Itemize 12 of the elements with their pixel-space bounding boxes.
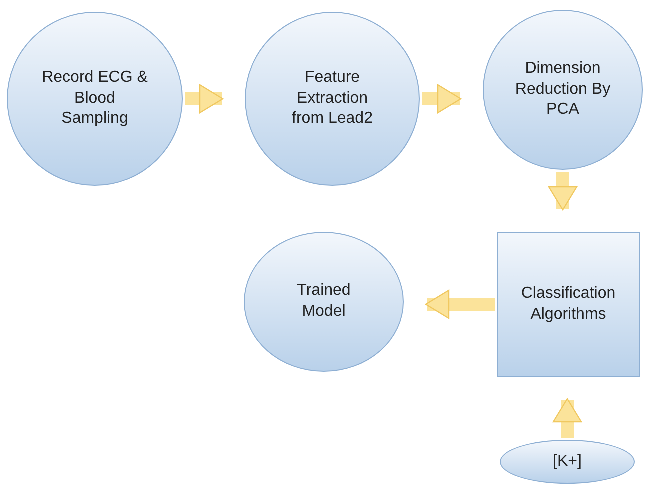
process-box bbox=[497, 232, 640, 377]
node-label: Record ECG & Blood Sampling bbox=[42, 68, 148, 130]
node-label: Classification Algorithms bbox=[520, 284, 617, 324]
block-arrow bbox=[422, 84, 462, 114]
block-arrow bbox=[185, 84, 224, 114]
block-arrow bbox=[548, 172, 578, 211]
block-arrow bbox=[425, 290, 495, 320]
node-label: Feature Extraction from Lead2 bbox=[291, 68, 374, 130]
node-label: Trained Model bbox=[296, 281, 352, 322]
node-label: [K+] bbox=[553, 452, 582, 472]
node-label: Dimension Reduction By PCA bbox=[514, 58, 612, 120]
block-arrow bbox=[552, 398, 582, 438]
